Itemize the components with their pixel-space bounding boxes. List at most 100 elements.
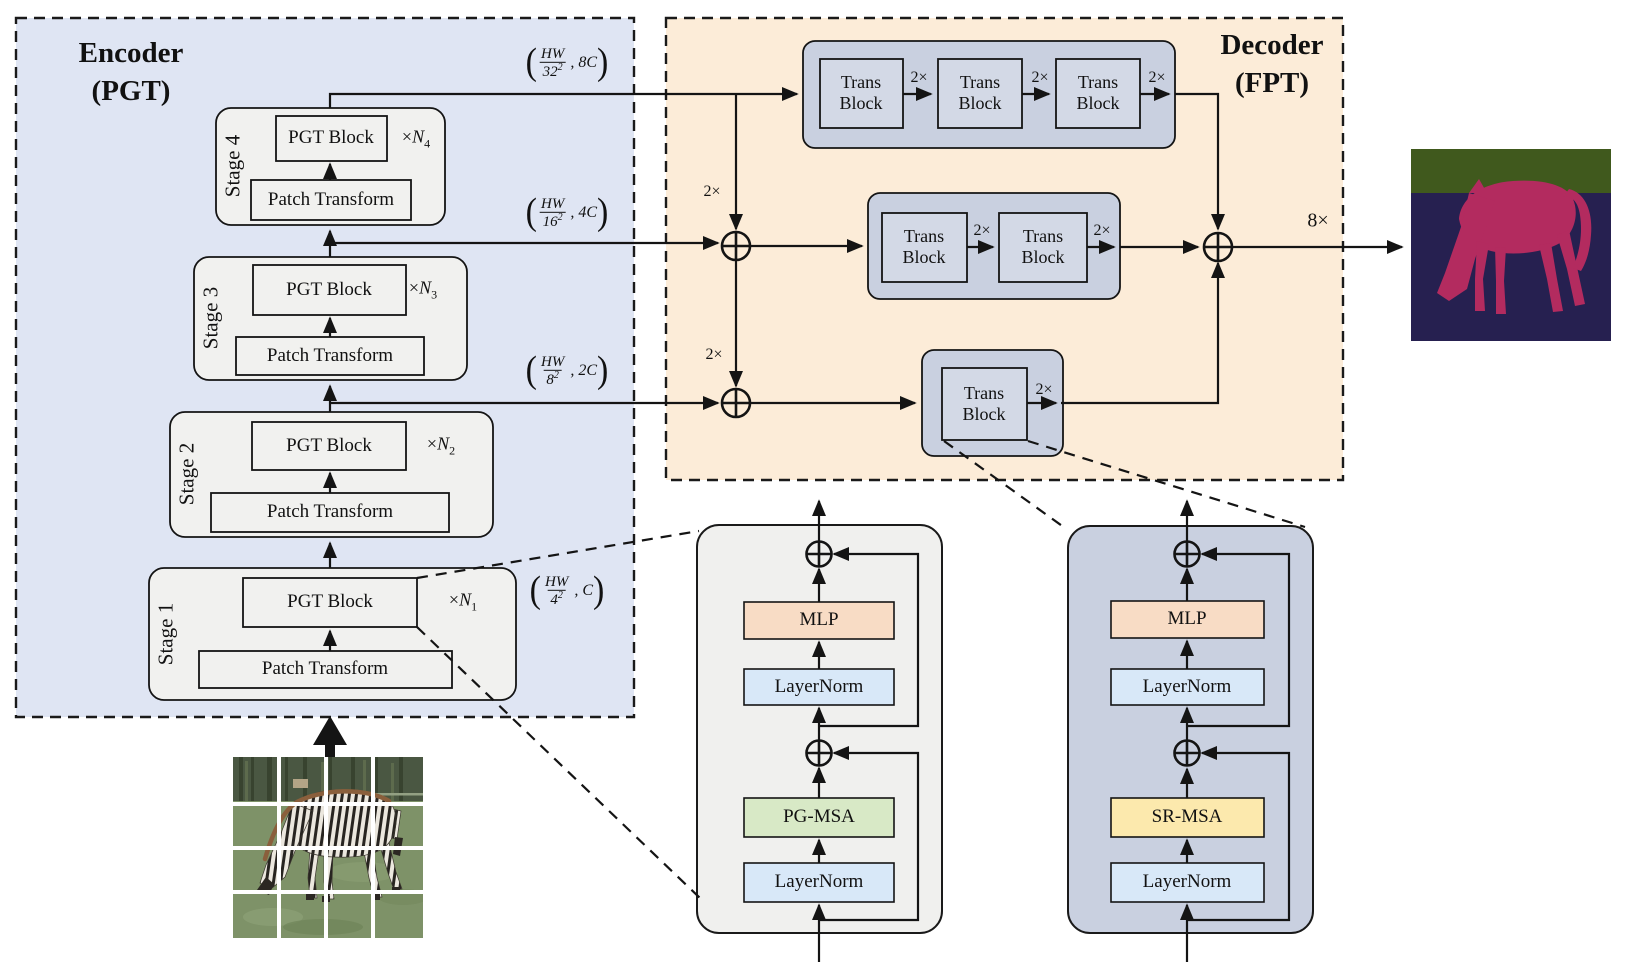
denominator: 322: [539, 62, 566, 80]
arrow: [1061, 261, 1226, 405]
add-icon: [1202, 231, 1234, 263]
pgt-block-label: PGT Block: [287, 591, 373, 612]
n-var: N: [412, 126, 425, 147]
mlp-label: MLP: [1167, 608, 1207, 629]
denominator: 162: [539, 212, 566, 230]
channels: , 8C: [570, 54, 597, 71]
residual-line: [819, 745, 920, 922]
upsample-2x-label: 2×: [910, 69, 928, 86]
stage-3-label: Stage 3: [198, 286, 223, 350]
pgt-block-label: PGT Block: [286, 435, 372, 456]
repeat-count-n2: ×N2: [427, 434, 455, 459]
flow-arrows: [322, 86, 1404, 962]
paren: (: [525, 349, 537, 391]
upsample-2x-label: 2×: [1093, 222, 1111, 239]
numerator: HW: [541, 353, 565, 370]
numerator: HW: [545, 573, 569, 590]
encoder-title-line1: Encoder: [78, 37, 184, 69]
dashed-connector: [416, 626, 702, 900]
add-icon: [720, 387, 752, 419]
patch-transform-label: Patch Transform: [267, 189, 395, 210]
decoder-title: Decoder (FPT): [1220, 26, 1323, 103]
n-sub: 3: [431, 287, 438, 302]
upsample-2x-label: 2×: [1035, 381, 1053, 398]
n-sub: 2: [449, 443, 456, 458]
add-icon: [720, 230, 752, 262]
times-sign: ×: [426, 433, 438, 454]
pgt-block-label: PGT Block: [288, 127, 374, 148]
paren: ): [597, 41, 609, 83]
channels: , 4C: [570, 204, 597, 221]
input-arrow: [313, 716, 347, 758]
patch-transform-label: Patch Transform: [266, 345, 394, 366]
numerator: HW: [541, 45, 565, 62]
zoom-connectors: [416, 439, 1306, 900]
times-sign: ×: [448, 589, 460, 610]
channels: , C: [574, 582, 593, 599]
n-var: N: [459, 589, 472, 610]
n-sub: 4: [424, 136, 431, 151]
dashed-connector: [416, 529, 700, 580]
dashed-connector: [943, 440, 1066, 529]
zebra: [259, 789, 403, 900]
stage-1-label: Stage 1: [153, 602, 178, 666]
patch-transform-label: Patch Transform: [261, 658, 389, 679]
add-icon: [1173, 739, 1201, 767]
stage-2-label: Stage 2: [174, 442, 199, 506]
upsample-2x-label: 2×: [705, 346, 723, 363]
n-var: N: [419, 277, 432, 298]
mlp-label: MLP: [799, 609, 839, 630]
dashed-connector: [1027, 439, 1306, 529]
add-icon: [1173, 540, 1201, 568]
patch-grid: [233, 757, 423, 938]
numerator: HW: [541, 195, 565, 212]
sr-msa-label: SR-MSA: [1151, 806, 1223, 827]
pgt-block-label: PGT Block: [286, 279, 372, 300]
repeat-count-n3: ×N3: [409, 278, 437, 303]
times-sign: ×: [401, 126, 413, 147]
channels: , 2C: [570, 362, 597, 379]
stage-4-label: Stage 4: [220, 134, 245, 198]
arrow: [1175, 92, 1226, 231]
denominator: 42: [547, 590, 566, 608]
denominator: 82: [543, 370, 562, 388]
n-var: N: [437, 433, 450, 454]
add-icon: [805, 739, 833, 767]
upsample-2x-label: 2×: [703, 183, 721, 200]
residual-line: [1187, 546, 1291, 728]
n-sub: 1: [471, 599, 478, 614]
times-sign: ×: [408, 277, 420, 298]
upsample-2x-label: 2×: [1031, 69, 1049, 86]
layernorm-label: LayerNorm: [1142, 871, 1232, 892]
paren: ): [597, 191, 609, 233]
stage-1-box: [148, 567, 517, 701]
paren: (: [525, 191, 537, 233]
upsample-2x-label: 2×: [1148, 69, 1166, 86]
decoder-title-line2: (FPT): [1234, 67, 1310, 100]
output-segmentation-mask: [1411, 149, 1611, 341]
feature-line-8c: [328, 86, 799, 108]
paren: (: [525, 41, 537, 83]
paren: ): [597, 349, 609, 391]
repeat-count-n1: ×N1: [449, 590, 477, 615]
encoder-title: Encoder (PGT): [79, 34, 184, 111]
repeat-count-n4: ×N4: [402, 127, 430, 152]
decoder-title-line1: Decoder: [1220, 29, 1324, 61]
layernorm-label: LayerNorm: [1142, 676, 1232, 697]
pg-msa-label: PG-MSA: [783, 806, 855, 827]
residual-line: [819, 546, 920, 728]
input-image-zebra-patches: [233, 757, 423, 938]
layernorm-label: LayerNorm: [774, 676, 864, 697]
